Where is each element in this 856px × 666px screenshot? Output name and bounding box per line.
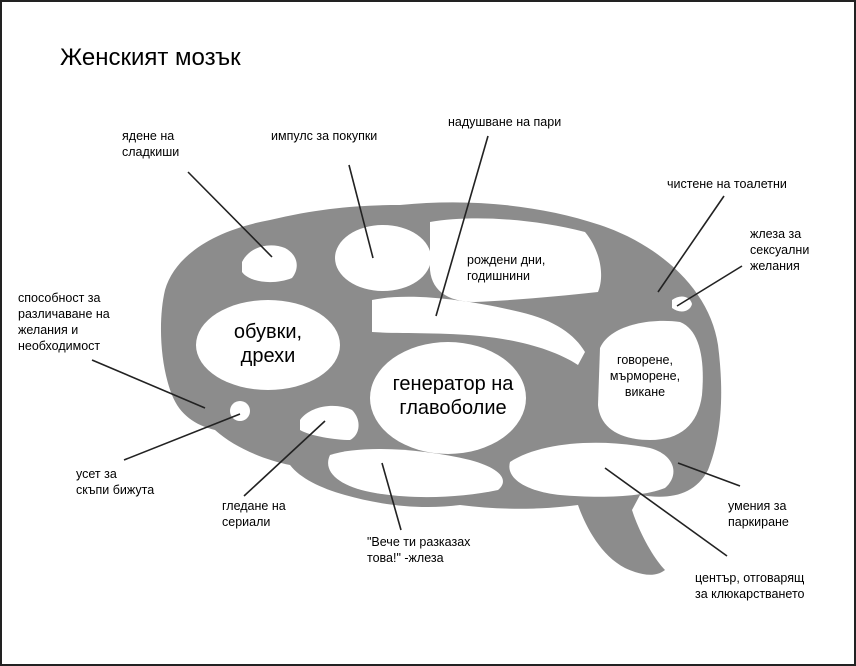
region-birthdays [429,218,602,302]
callout-series: гледане на сериали [222,499,286,529]
region-told [328,448,503,498]
region-jewelry [230,401,250,421]
line-parking [677,462,741,487]
callout-jealousy: център, отговарящ за клюкарстването [695,571,805,601]
brain-regions [196,218,703,498]
region-shopping [335,225,431,291]
region-jealousy [509,442,674,497]
line-jewelry [123,413,241,461]
callout-distinguish: способност за различаване на желания и н… [18,291,110,353]
region-label-headache: генератор на главоболие [392,373,514,419]
region-label-shoes: обувки, дрехи [233,321,303,367]
region-shoes [196,300,340,390]
line-sweets [187,171,273,258]
region-headache [370,342,526,454]
line-money [435,135,489,317]
region-talking [598,320,703,440]
callout-jewelry: усет за скъпи бижута [76,467,155,497]
line-series [243,420,326,497]
region-label-birthdays: рождени дни, годишнини [467,253,546,283]
callout-lines [91,135,743,557]
line-distinguish [91,359,206,409]
callout-told: "Вече ти разказах това!" -жлеза [367,535,471,565]
line-sexual [676,265,743,307]
region-label-talking: говорене, мърморене, викане [609,353,681,399]
region-sweets [242,245,297,283]
line-shopping [348,164,374,259]
page-title: Женският мозък [60,44,241,71]
callout-sexual: жлеза за сексуални желания [750,227,810,273]
region-money-strip [372,296,585,365]
line-told [381,462,402,531]
callout-shopping: импулс за покупки [271,129,378,143]
line-jealousy [604,467,728,557]
line-toilets [657,195,725,293]
callout-toilets: чистене на тоалетни [667,177,787,191]
callout-sweets: ядене на сладкиши [122,129,180,159]
callout-money: надушване на пари [448,115,562,129]
callout-parking: умения за паркиране [728,499,789,529]
